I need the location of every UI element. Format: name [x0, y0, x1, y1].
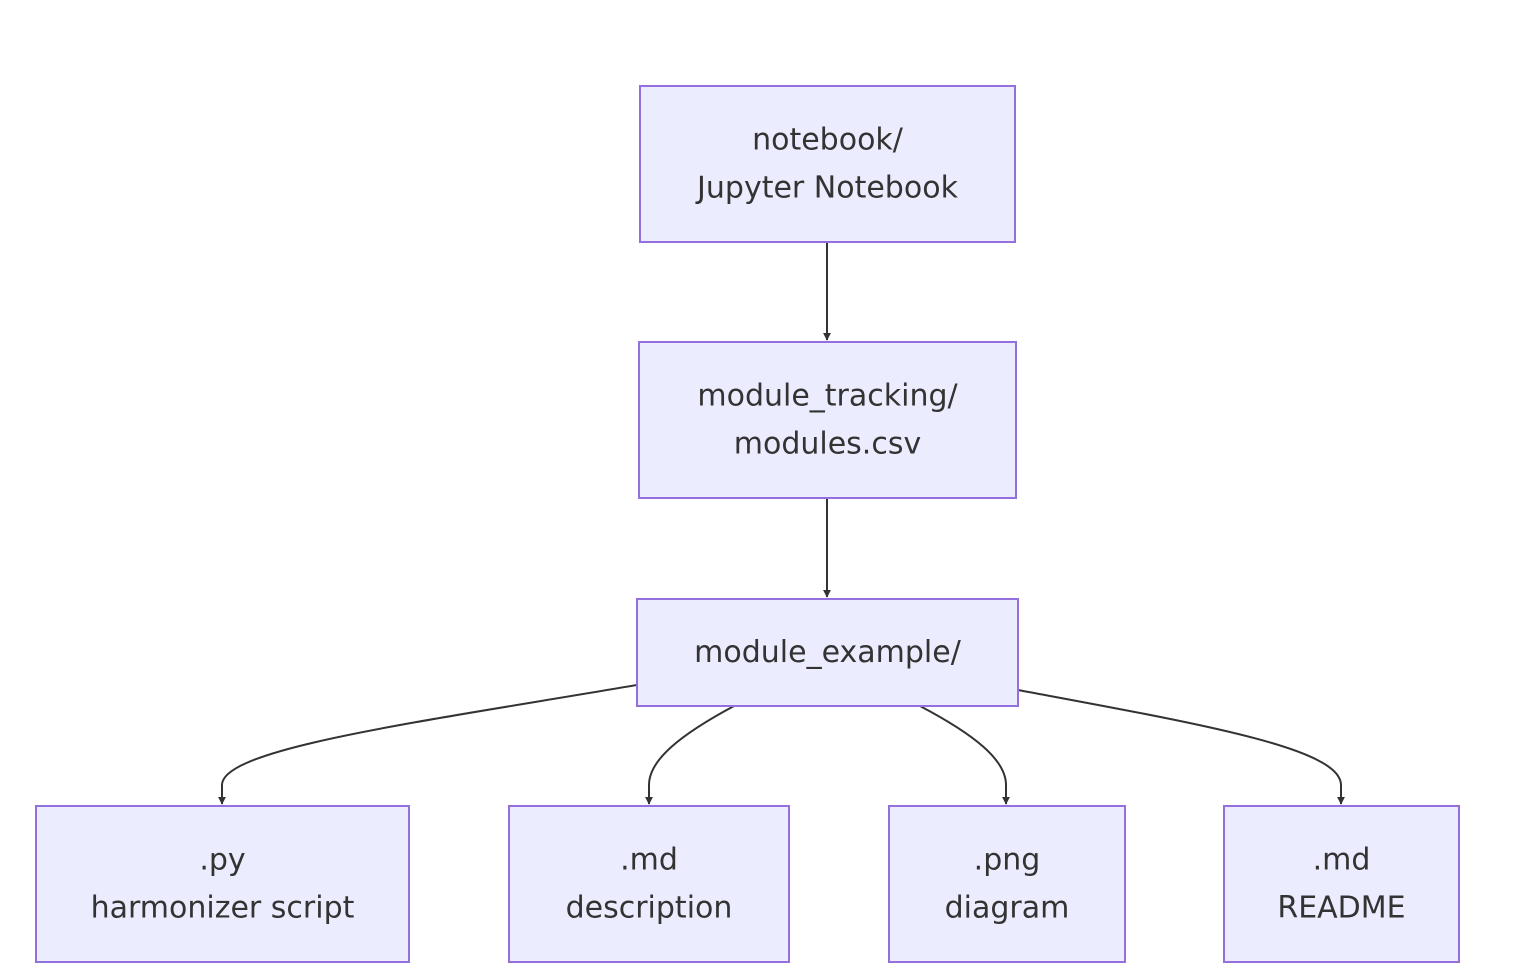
node-label-line: .py — [199, 843, 245, 878]
node-label-line: .md — [620, 843, 678, 878]
edge-example-to-png — [919, 705, 1010, 805]
node-label-line: modules.csv — [734, 427, 921, 462]
node-label-line: .md — [1313, 843, 1371, 878]
node-png: .png diagram — [888, 805, 1126, 963]
node-box — [888, 805, 1126, 963]
node-label-line: module_example/ — [694, 635, 962, 670]
edge-example-to-md_readme — [1017, 689, 1345, 805]
nodes-layer: notebook/Jupyter Notebook module_tracking… — [35, 85, 1460, 963]
edge-example-to-py — [218, 684, 638, 805]
node-label-line: module_tracking/ — [697, 379, 958, 414]
node-label-line: description — [566, 891, 733, 926]
node-notebook: notebook/Jupyter Notebook — [639, 85, 1016, 243]
node-tracking: module_tracking/modules.csv — [638, 341, 1017, 499]
edge-example-to-md_desc — [645, 705, 735, 805]
node-label-line: Jupyter Notebook — [695, 171, 959, 206]
node-label-line: .png — [974, 843, 1041, 878]
node-box — [638, 341, 1017, 499]
node-label-line: diagram — [945, 891, 1070, 926]
edges-layer — [218, 242, 1345, 805]
node-label-line: notebook/ — [752, 123, 904, 158]
node-label-line: harmonizer script — [91, 891, 355, 926]
node-box — [636, 598, 1019, 707]
node-py: .py harmonizer script — [35, 805, 410, 963]
node-label-line: README — [1277, 891, 1405, 926]
node-box — [508, 805, 790, 963]
node-box — [35, 805, 410, 963]
node-md_desc: .md description — [508, 805, 790, 963]
node-example: module_example/ — [636, 598, 1019, 707]
node-box — [639, 85, 1016, 243]
node-box — [1223, 805, 1460, 963]
